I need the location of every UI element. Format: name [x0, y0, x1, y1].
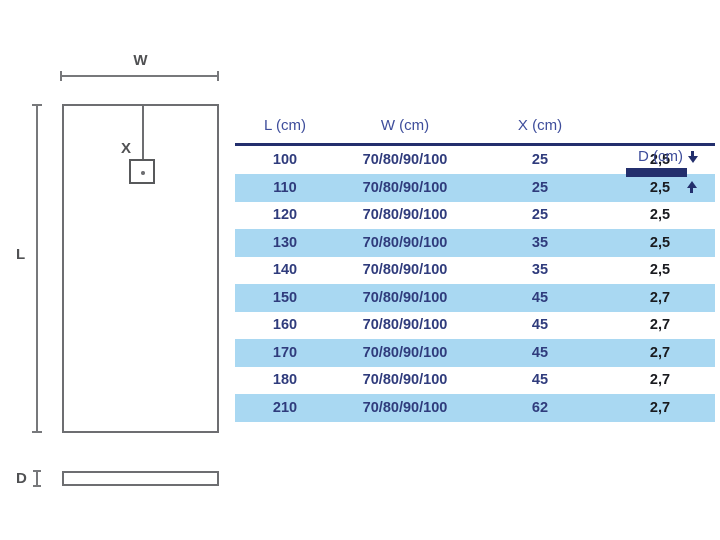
cell-x: 45 — [531, 289, 549, 306]
header-x: X (cm) — [517, 117, 563, 134]
cell-l: 180 — [272, 372, 298, 389]
depth-header-group: D (cm) — [626, 148, 698, 193]
table-header: L (cm) W (cm) X (cm) D (cm) — [235, 88, 715, 193]
cell-w: 70/80/90/100 — [362, 289, 448, 306]
cell-x: 25 — [531, 207, 549, 224]
cell-l: 150 — [272, 289, 298, 306]
cell-x: 45 — [531, 317, 549, 334]
table-row: 150 70/80/90/100 45 2,7 — [235, 284, 715, 312]
table-row: 140 70/80/90/100 35 2,5 — [235, 257, 715, 285]
tray-side-view — [62, 471, 219, 486]
table-row: 180 70/80/90/100 45 2,7 — [235, 367, 715, 395]
cell-l: 100 — [272, 152, 298, 169]
drain-offset-line — [142, 104, 144, 174]
cell-l: 110 — [273, 179, 297, 196]
drain-offset-label: X — [121, 140, 132, 157]
cell-l: 140 — [272, 262, 298, 279]
cell-w: 70/80/90/100 — [362, 234, 448, 251]
table-row: 110 70/80/90/100 25 2,5 — [235, 174, 715, 202]
arrow-up-icon — [686, 181, 697, 193]
table-row: 160 70/80/90/100 45 2,7 — [235, 312, 715, 340]
cell-w: 70/80/90/100 — [362, 207, 448, 224]
depth-dimension-label: D — [16, 470, 27, 487]
dimension-tick — [36, 470, 38, 487]
cell-l: 120 — [272, 207, 298, 224]
cell-d: 2,5 — [649, 234, 671, 251]
cell-d: 2,5 — [649, 179, 671, 196]
dimension-tick — [33, 470, 41, 472]
dimension-tick — [217, 71, 219, 81]
depth-dimension-line — [33, 470, 41, 487]
width-dimension-line — [60, 71, 219, 81]
cell-d: 2,7 — [649, 372, 671, 389]
cell-x: 35 — [531, 234, 549, 251]
table-row: 100 70/80/90/100 25 2,5 — [235, 147, 715, 175]
cell-l: 210 — [272, 399, 298, 416]
cell-w: 70/80/90/100 — [362, 344, 448, 361]
dimensions-table: L (cm) W (cm) X (cm) D (cm) 100 70/80 — [235, 88, 715, 422]
cell-d: 2,7 — [649, 317, 671, 334]
cell-x: 25 — [531, 179, 549, 196]
dimension-tick — [60, 71, 62, 81]
cell-d: 2,7 — [649, 344, 671, 361]
cell-l: 160 — [272, 317, 298, 334]
cell-x: 25 — [531, 152, 549, 169]
dimension-tick — [32, 104, 42, 106]
table-row: 130 70/80/90/100 35 2,5 — [235, 229, 715, 257]
header-w: W (cm) — [380, 117, 430, 134]
arrow-down-icon — [687, 150, 698, 163]
dimension-tick — [32, 431, 42, 433]
table-row: 170 70/80/90/100 45 2,7 — [235, 339, 715, 367]
cell-w: 70/80/90/100 — [362, 317, 448, 334]
table-row: 210 70/80/90/100 62 2,7 — [235, 394, 715, 422]
table-row: 120 70/80/90/100 25 2,5 — [235, 202, 715, 230]
drain-center-dot — [141, 171, 145, 175]
cell-x: 35 — [531, 262, 549, 279]
length-dimension-label: L — [16, 246, 26, 263]
dimension-tick — [33, 485, 41, 487]
cell-x: 62 — [531, 399, 549, 416]
cell-w: 70/80/90/100 — [362, 152, 448, 169]
cell-d: 2,5 — [649, 262, 671, 279]
cell-w: 70/80/90/100 — [362, 399, 448, 416]
cell-w: 70/80/90/100 — [362, 372, 448, 389]
product-diagram: W L X D — [0, 0, 235, 540]
cell-d: 2,7 — [649, 399, 671, 416]
cell-x: 45 — [531, 372, 549, 389]
table-body: 100 70/80/90/100 25 2,5 110 70/80/90/100… — [235, 147, 715, 422]
cell-d: 2,7 — [649, 289, 671, 306]
cell-w: 70/80/90/100 — [362, 262, 448, 279]
cell-d: 2,5 — [649, 152, 671, 169]
cell-d: 2,5 — [649, 207, 671, 224]
cell-w: 70/80/90/100 — [362, 179, 448, 196]
cell-l: 170 — [272, 344, 298, 361]
width-dimension-label: W — [133, 52, 148, 69]
depth-bar-icon — [626, 168, 687, 177]
cell-x: 45 — [531, 344, 549, 361]
length-dimension-line — [32, 104, 42, 433]
header-d: D (cm) — [638, 148, 683, 165]
header-l: L (cm) — [264, 117, 306, 134]
cell-l: 130 — [272, 234, 298, 251]
tray-top-view — [62, 104, 219, 433]
header-underline — [235, 143, 715, 146]
